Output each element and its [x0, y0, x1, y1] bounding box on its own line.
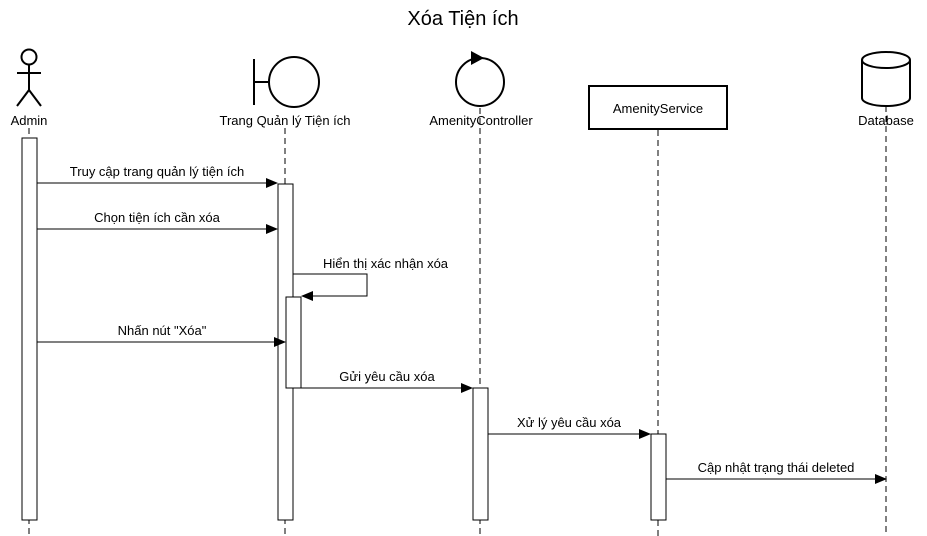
actor-admin-icon	[16, 48, 42, 107]
diagram-title: Xóa Tiện ích	[407, 8, 518, 30]
participant-label-service: AmenityService	[613, 101, 703, 116]
activation-admin	[21, 137, 38, 521]
activation-service	[650, 433, 667, 521]
database-icon	[861, 51, 911, 107]
participant-label-admin: Admin	[11, 113, 48, 128]
control-arrow-icon	[471, 51, 484, 65]
message-label-4: Nhấn nút "Xóa"	[118, 323, 207, 338]
participant-label-controller: AmenityController	[429, 113, 533, 128]
control-icon	[455, 57, 505, 107]
participant-box-service	[588, 85, 728, 130]
participant-label-database: Database	[858, 113, 914, 128]
message-label-6: Xử lý yêu cầu xóa	[517, 415, 622, 430]
message-label-5: Gửi yêu cầu xóa	[339, 369, 435, 384]
message-label-2: Chọn tiện ích cần xóa	[94, 210, 221, 225]
message-label-7: Cập nhật trạng thái deleted	[698, 460, 855, 475]
message-arrow-3-self	[293, 273, 368, 301]
message-label-1: Truy cập trang quản lý tiện ích	[70, 164, 244, 179]
activation-page-nested	[285, 296, 302, 389]
message-label-3: Hiển thị xác nhận xóa	[323, 256, 449, 271]
boundary-icon	[253, 56, 320, 108]
activation-controller	[472, 387, 489, 521]
participant-label-page: Trang Quản lý Tiện ích	[219, 113, 350, 128]
